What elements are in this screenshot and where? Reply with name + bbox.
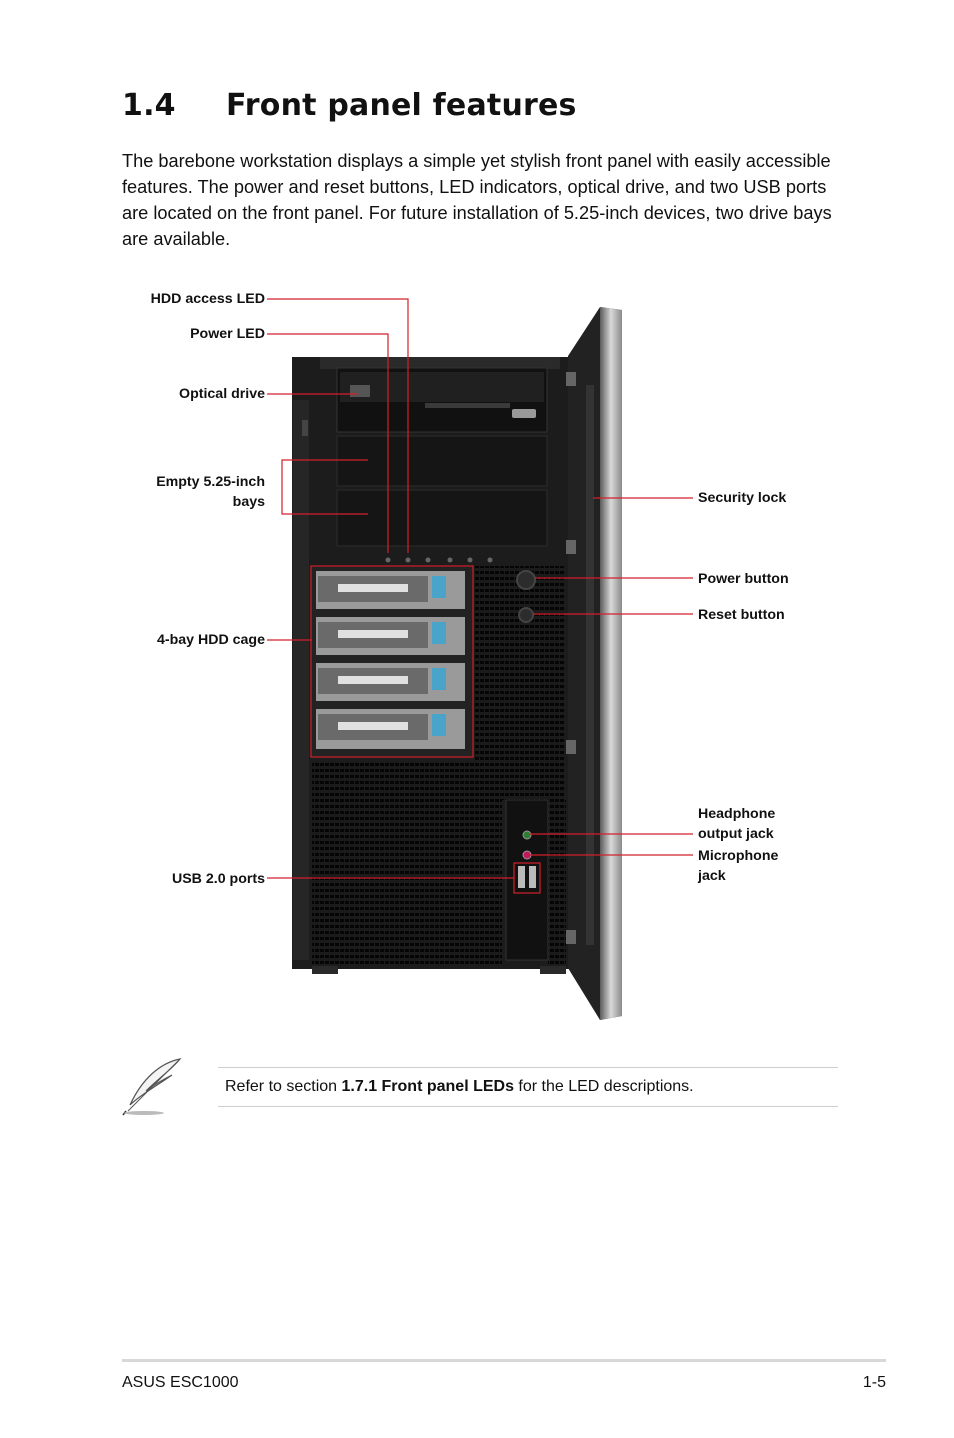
label-headphone-line1: Headphone (698, 806, 776, 822)
label-optical-drive: Optical drive (179, 386, 265, 402)
footer-product: ASUS ESC1000 (122, 1374, 239, 1391)
empty-drive-bays (336, 435, 548, 547)
note-box: Refer to section 1.7.1 Front panel LEDs … (218, 1067, 838, 1107)
section-title: Front panel features (226, 88, 577, 123)
section-number: 1.4 (122, 88, 176, 123)
led-indicators (385, 557, 493, 563)
label-headphone-line2: output jack (698, 826, 774, 842)
hdd-cage (312, 567, 472, 757)
label-headphone-jack: Headphone output jack (698, 804, 848, 844)
label-microphone-jack: Microphone jack (698, 846, 848, 886)
lower-grille (312, 762, 502, 964)
label-hdd-access-led: HDD access LED (150, 291, 265, 307)
footer-rule (122, 1359, 886, 1362)
label-empty-bays-line1: Empty 5.25-inch (156, 474, 265, 490)
power-button-graphic (516, 570, 536, 590)
label-usb-ports: USB 2.0 ports (171, 871, 265, 887)
note-quill-icon (122, 1058, 182, 1116)
io-panel (505, 799, 549, 961)
lower-right-grille (548, 800, 566, 964)
label-power-button: Power button (698, 571, 789, 587)
optical-drive (336, 367, 548, 433)
note-suffix: for the LED descriptions. (513, 1078, 694, 1095)
right-grille (474, 566, 564, 800)
label-empty-bays: Empty 5.25-inch bays (100, 472, 265, 512)
reset-button-graphic (518, 607, 534, 623)
intro-paragraph: The barebone workstation displays a simp… (122, 151, 832, 249)
label-empty-bays-line2: bays (232, 494, 265, 510)
note-reference: 1.7.1 Front panel LEDs (341, 1078, 514, 1095)
label-microphone-line1: Microphone (698, 848, 779, 864)
label-security-lock: Security lock (698, 490, 787, 506)
callout-lines (267, 298, 693, 894)
front-door (566, 307, 622, 1020)
label-microphone-line2: jack (698, 868, 726, 884)
label-power-led: Power LED (190, 326, 265, 342)
footer-page-number: 1-5 (862, 1374, 886, 1391)
label-hdd-cage: 4-bay HDD cage (156, 632, 265, 648)
section-heading: 1.4 Front panel features (122, 88, 577, 123)
label-reset-button: Reset button (698, 607, 785, 623)
note-prefix: Refer to section (225, 1078, 342, 1095)
